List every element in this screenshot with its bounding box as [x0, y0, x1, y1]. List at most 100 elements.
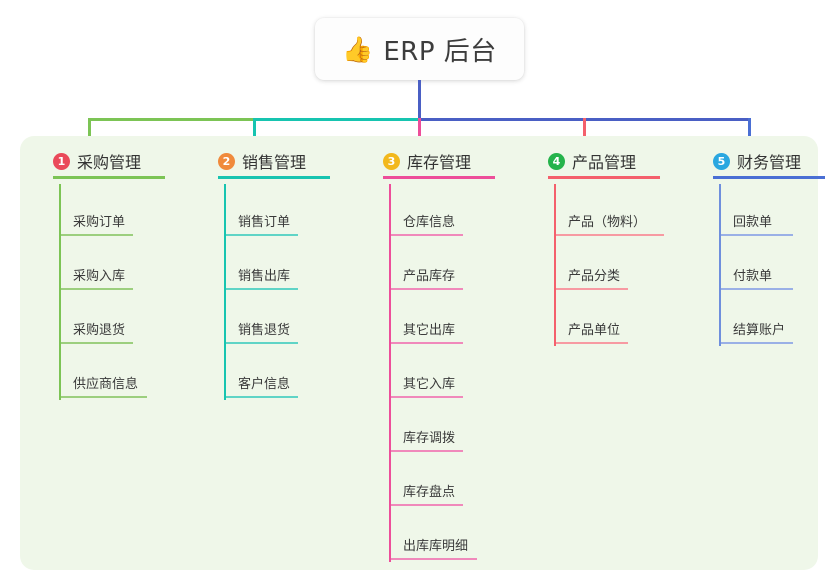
list-item[interactable]: 产品单位	[530, 292, 665, 346]
column-4-rule	[548, 176, 660, 179]
column-4-badge: 4	[548, 152, 565, 170]
item-label: 采购订单	[73, 215, 126, 230]
item-underline	[721, 288, 793, 290]
item-underline	[721, 234, 793, 236]
item-underline	[226, 288, 298, 290]
item-spine	[389, 400, 391, 454]
list-item[interactable]: 销售出库	[200, 238, 330, 292]
column-2-rule	[218, 176, 330, 179]
list-item[interactable]: 库存调拨	[365, 400, 495, 454]
item-spine	[389, 238, 391, 292]
connector-root-stem	[418, 80, 421, 120]
list-item[interactable]: 产品库存	[365, 238, 495, 292]
item-label: 出库库明细	[403, 539, 469, 554]
item-underline	[556, 288, 628, 290]
column-1-rule	[53, 176, 165, 179]
item-underline	[61, 396, 147, 398]
item-spine	[389, 508, 391, 562]
item-underline	[391, 396, 463, 398]
column-4-header[interactable]: 4 产品管理	[530, 146, 665, 176]
item-underline	[391, 450, 463, 452]
column-2-items: 销售订单 销售出库 销售退货 客户信息	[200, 184, 330, 400]
column-2: 2 销售管理 销售订单 销售出库 销售退货 客户信息	[200, 146, 330, 400]
item-spine	[719, 238, 721, 292]
list-item[interactable]: 其它出库	[365, 292, 495, 346]
item-spine	[224, 346, 226, 400]
item-label: 仓库信息	[403, 215, 456, 230]
list-item[interactable]: 产品分类	[530, 238, 665, 292]
list-item[interactable]: 回款单	[695, 184, 825, 238]
column-3-header[interactable]: 3 库存管理	[365, 146, 495, 176]
column-5-items: 回款单 付款单 结算账户	[695, 184, 825, 346]
connector-bus-left	[88, 118, 255, 121]
item-spine	[389, 346, 391, 400]
column-2-header[interactable]: 2 销售管理	[200, 146, 330, 176]
item-spine	[719, 292, 721, 346]
item-underline	[61, 288, 133, 290]
item-spine	[224, 238, 226, 292]
item-underline	[391, 558, 477, 560]
item-label: 采购入库	[73, 269, 126, 284]
item-label: 产品（物料）	[568, 215, 647, 230]
column-4: 4 产品管理 产品（物料） 产品分类 产品单位	[530, 146, 665, 346]
item-label: 库存盘点	[403, 485, 456, 500]
column-1: 1 采购管理 采购订单 采购入库 采购退货 供应商信息	[35, 146, 165, 400]
item-label: 结算账户	[733, 323, 786, 338]
column-5-badge: 5	[713, 152, 730, 170]
item-label: 其它出库	[403, 323, 456, 338]
connector-drop-1	[88, 118, 91, 151]
list-item[interactable]: 采购入库	[35, 238, 165, 292]
root-title: ERP 后台	[383, 36, 497, 67]
list-item[interactable]: 客户信息	[200, 346, 330, 400]
thumbs-up-icon: 👍	[342, 34, 374, 64]
item-spine	[389, 184, 391, 238]
column-4-items: 产品（物料） 产品分类 产品单位	[530, 184, 665, 346]
item-underline	[556, 234, 664, 236]
item-underline	[721, 342, 793, 344]
item-spine	[224, 292, 226, 346]
item-underline	[61, 234, 133, 236]
item-underline	[391, 288, 463, 290]
item-spine	[554, 184, 556, 238]
item-label: 产品单位	[568, 323, 621, 338]
list-item[interactable]: 采购退货	[35, 292, 165, 346]
item-spine	[59, 238, 61, 292]
list-item[interactable]: 出库库明细	[365, 508, 495, 562]
connector-drop-4	[583, 118, 586, 151]
item-label: 产品分类	[568, 269, 621, 284]
list-item[interactable]: 销售退货	[200, 292, 330, 346]
connector-bus-mid	[253, 118, 421, 121]
item-label: 回款单	[733, 215, 773, 230]
item-label: 销售出库	[238, 269, 291, 284]
item-spine	[389, 454, 391, 508]
column-3-badge: 3	[383, 152, 400, 170]
column-3-title: 库存管理	[407, 153, 472, 172]
list-item[interactable]: 采购订单	[35, 184, 165, 238]
column-1-title: 采购管理	[77, 153, 142, 172]
column-5-header[interactable]: 5 财务管理	[695, 146, 825, 176]
item-underline	[61, 342, 133, 344]
column-4-title: 产品管理	[572, 153, 637, 172]
item-underline	[391, 234, 463, 236]
list-item[interactable]: 仓库信息	[365, 184, 495, 238]
connector-drop-2	[253, 118, 256, 151]
item-spine	[554, 292, 556, 346]
list-item[interactable]: 付款单	[695, 238, 825, 292]
list-item[interactable]: 销售订单	[200, 184, 330, 238]
column-2-title: 销售管理	[242, 153, 307, 172]
item-label: 销售退货	[238, 323, 291, 338]
list-item[interactable]: 库存盘点	[365, 454, 495, 508]
column-2-badge: 2	[218, 152, 235, 170]
list-item[interactable]: 供应商信息	[35, 346, 165, 400]
column-5: 5 财务管理 回款单 付款单 结算账户	[695, 146, 825, 346]
root-node[interactable]: 👍 ERP 后台	[315, 18, 524, 80]
list-item[interactable]: 其它入库	[365, 346, 495, 400]
column-5-rule	[713, 176, 825, 179]
list-item[interactable]: 产品（物料）	[530, 184, 665, 238]
column-3-rule	[383, 176, 495, 179]
column-1-header[interactable]: 1 采购管理	[35, 146, 165, 176]
item-underline	[391, 504, 463, 506]
list-item[interactable]: 结算账户	[695, 292, 825, 346]
item-underline	[226, 234, 298, 236]
